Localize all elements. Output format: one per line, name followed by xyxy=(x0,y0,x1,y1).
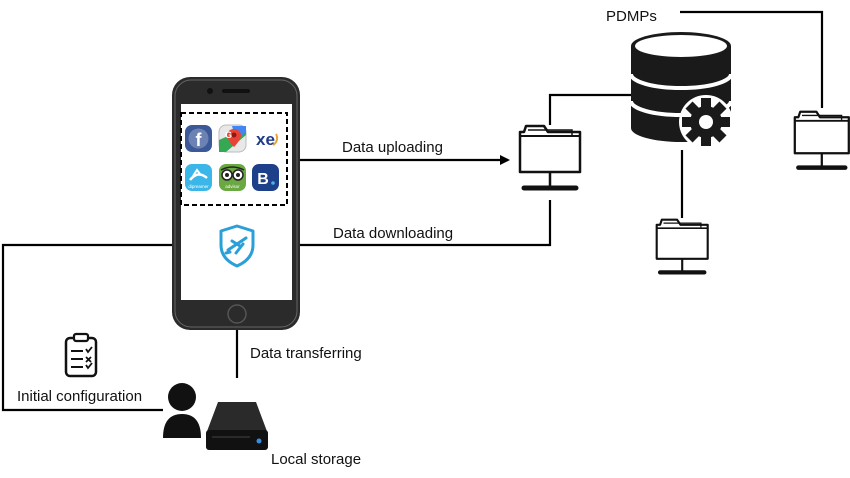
data-transferring-label: Data transferring xyxy=(250,345,362,362)
svg-text:f: f xyxy=(196,130,203,150)
pdmps-label: PDMPs xyxy=(606,8,657,25)
tripit-icon: dipreamer xyxy=(185,164,212,191)
svg-text:advisor: advisor xyxy=(225,184,240,189)
user-icon xyxy=(163,383,201,438)
tripadvisor-icon: advisor xyxy=(219,164,246,191)
data-downloading-label: Data downloading xyxy=(333,225,454,242)
svg-text:dipreamer: dipreamer xyxy=(188,184,209,189)
smartphone xyxy=(172,77,300,330)
bottom-client-folder-icon xyxy=(657,220,708,273)
svg-text:xe: xe xyxy=(256,130,275,149)
svg-text:G: G xyxy=(225,130,232,140)
gear-icon xyxy=(679,95,733,149)
hard-drive-icon xyxy=(206,402,268,450)
google-maps-icon: G xyxy=(218,124,247,153)
local-storage-label: Local storage xyxy=(271,451,362,468)
right-client-folder-icon xyxy=(795,112,849,168)
facebook-icon: f xyxy=(185,125,212,152)
upload-server-folder-icon xyxy=(520,126,580,188)
initial-configuration-label: Initial configuration xyxy=(17,388,143,405)
checklist-icon xyxy=(64,332,98,378)
booking-icon: B xyxy=(252,164,279,191)
data-uploading-label: Data uploading xyxy=(342,139,443,156)
xe-icon: xe xyxy=(252,125,279,152)
connectors xyxy=(1,10,824,412)
apps-group-box xyxy=(180,112,288,206)
shield-plane-app-icon xyxy=(219,224,255,268)
svg-text:B: B xyxy=(257,171,269,188)
